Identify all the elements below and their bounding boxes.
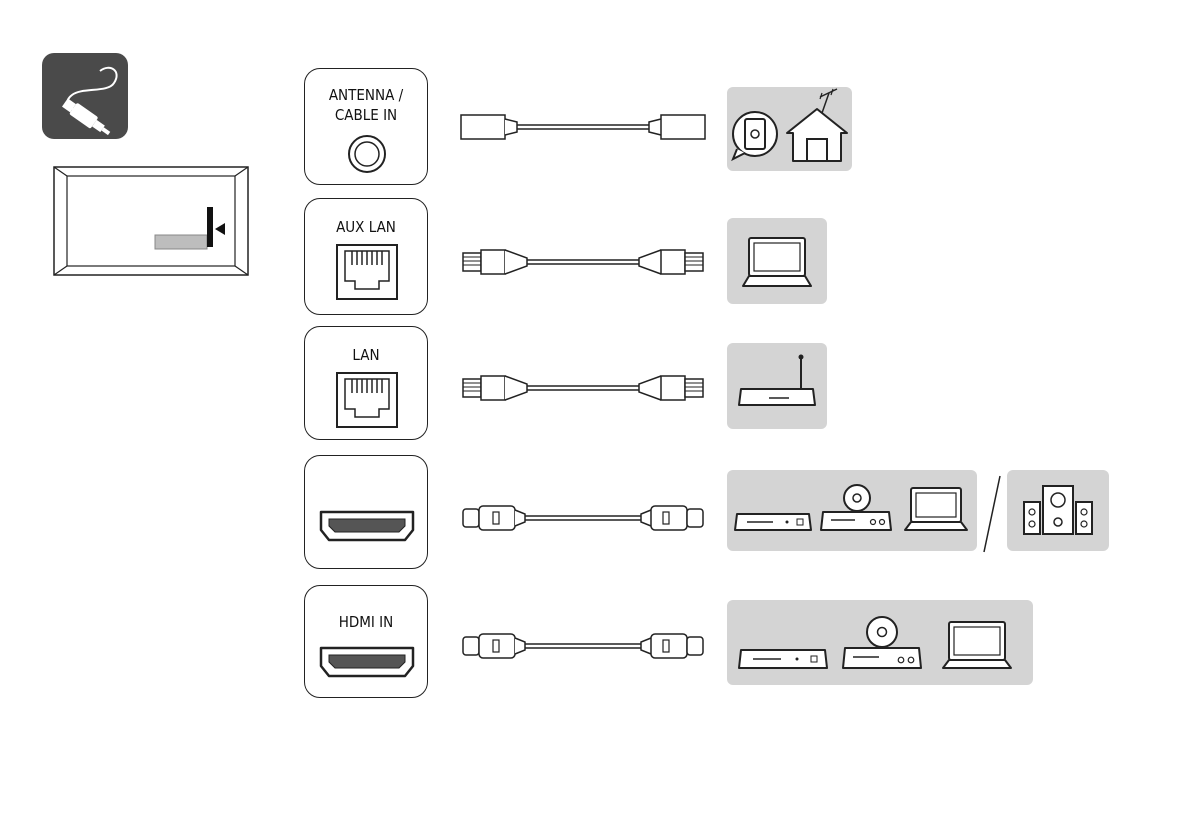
port-lan: LAN (304, 326, 428, 440)
blu-ray-player-icon (739, 650, 827, 668)
device-panel-aux-lan (727, 218, 827, 304)
ethernet-cable-icon (455, 240, 715, 286)
hdmi-cable-icon (455, 496, 715, 542)
router-icon (727, 343, 827, 429)
speaker-system-icon (1007, 470, 1109, 551)
ethernet-cable-icon (455, 366, 715, 412)
house-antenna-icon (787, 89, 847, 161)
cable-plug-icon (42, 53, 128, 139)
device-panel-speakers (1007, 470, 1109, 551)
laptop-icon (943, 622, 1011, 668)
device-panel-hdmi (727, 470, 977, 551)
port-hdmi (304, 455, 428, 569)
ethernet-jack-icon (305, 327, 429, 441)
device-panel-hdmi-in (727, 600, 1033, 685)
blu-ray-player-icon (735, 514, 811, 530)
laptop-icon (727, 218, 827, 304)
device-panel-lan (727, 343, 827, 429)
coaxial-jack-icon (305, 69, 429, 186)
tv-back-panel-icon (53, 166, 249, 276)
port-aux-lan: AUX LAN (304, 198, 428, 315)
hdmi-cable-icon (455, 624, 715, 670)
ethernet-jack-icon (305, 199, 429, 316)
hdmi-jack-icon (305, 586, 429, 699)
port-hdmi-in: HDMI IN (304, 585, 428, 698)
port-antenna-cable-in: ANTENNA / CABLE IN (304, 68, 428, 185)
device-panel-antenna (727, 87, 852, 171)
hdmi-jack-icon (305, 456, 429, 570)
dvd-player-icon (843, 617, 921, 668)
wall-outlet-icon (733, 112, 777, 159)
dvd-player-icon (821, 485, 891, 530)
laptop-icon (905, 488, 967, 530)
divider-slash-icon (980, 474, 1004, 554)
coaxial-cable-icon (455, 105, 715, 155)
